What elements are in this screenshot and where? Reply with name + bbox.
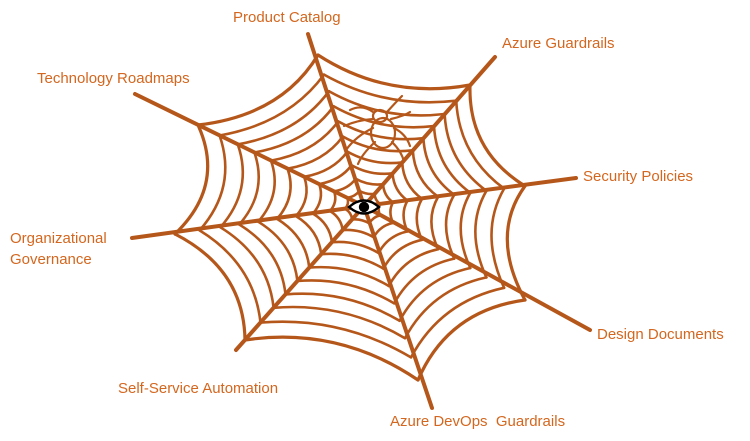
web-thread bbox=[198, 134, 227, 232]
web-thread bbox=[377, 230, 409, 255]
web-thread bbox=[332, 177, 357, 193]
web-thread bbox=[402, 199, 409, 233]
label-product-catalog: Product Catalog bbox=[233, 9, 341, 26]
web-thread bbox=[322, 73, 458, 104]
web-thread bbox=[330, 240, 380, 255]
web-thread bbox=[317, 163, 353, 186]
web-thread bbox=[444, 193, 456, 260]
web-thread bbox=[196, 53, 320, 127]
web-thread bbox=[430, 195, 440, 251]
web-thread bbox=[368, 214, 382, 225]
spider-web bbox=[130, 32, 592, 410]
web-thread bbox=[341, 228, 375, 239]
web-thread bbox=[505, 184, 527, 302]
web-thread bbox=[398, 266, 472, 323]
web-thread bbox=[443, 112, 488, 193]
spoke-design-documents bbox=[362, 204, 592, 332]
web-thread bbox=[294, 214, 323, 256]
web-thread bbox=[392, 257, 456, 305]
web-thread bbox=[173, 123, 210, 236]
web-thread bbox=[243, 335, 420, 382]
web-thread bbox=[269, 120, 340, 162]
web-thread bbox=[422, 136, 456, 197]
web-thread bbox=[311, 212, 334, 244]
web-thread bbox=[308, 265, 391, 288]
web-thread bbox=[474, 189, 488, 279]
spoke-technology-roadmaps bbox=[133, 92, 366, 208]
web-thread bbox=[219, 226, 275, 310]
web-thread bbox=[432, 124, 472, 195]
web-thread bbox=[296, 279, 396, 305]
web-thread bbox=[341, 135, 415, 153]
web-thread bbox=[409, 286, 506, 359]
web-thread bbox=[332, 105, 436, 129]
label-azure-devops-guardrails: Azure DevOps Guardrails bbox=[390, 413, 565, 430]
web-thread bbox=[294, 175, 308, 218]
web-thread bbox=[381, 182, 395, 204]
web-thread bbox=[400, 161, 424, 201]
web-thread bbox=[259, 320, 413, 359]
label-design-documents: Design Documents bbox=[597, 326, 724, 343]
web-thread bbox=[391, 172, 409, 202]
web-thread bbox=[343, 207, 354, 221]
web-thread bbox=[302, 150, 349, 179]
label-organizational: Organizational bbox=[10, 230, 107, 247]
spoke-organizational-governance bbox=[130, 204, 366, 240]
web-thread bbox=[328, 190, 337, 213]
web-thread bbox=[411, 149, 440, 199]
eye-icon bbox=[347, 199, 381, 215]
web-thread bbox=[256, 159, 276, 223]
web-thread bbox=[272, 305, 407, 340]
web-thread bbox=[316, 53, 472, 91]
label-azure-guardrails: Azure Guardrails bbox=[502, 35, 615, 52]
web-thread bbox=[173, 232, 247, 342]
web-thread bbox=[346, 150, 404, 165]
web-thread bbox=[218, 73, 326, 137]
label-technology-roadmaps: Technology Roadmaps bbox=[37, 70, 190, 87]
web-thread bbox=[354, 177, 385, 186]
label-governance: Governance bbox=[10, 251, 92, 268]
web-thread bbox=[284, 292, 401, 323]
web-thread bbox=[238, 223, 287, 296]
web-thread bbox=[350, 217, 371, 225]
web-thread bbox=[311, 182, 323, 215]
web-thread bbox=[454, 99, 506, 190]
web-thread bbox=[198, 229, 262, 324]
web-thread bbox=[468, 83, 527, 188]
web-thread bbox=[358, 189, 376, 196]
web-thread bbox=[372, 221, 395, 239]
web-thread bbox=[238, 151, 261, 226]
label-security-policies: Security Policies bbox=[583, 168, 693, 185]
web-thread bbox=[459, 191, 472, 270]
web-thread bbox=[328, 209, 344, 232]
web-thread bbox=[416, 298, 527, 382]
web-thread bbox=[350, 163, 394, 176]
web-thread bbox=[319, 252, 385, 270]
web-thread bbox=[275, 217, 311, 269]
web-thread bbox=[415, 197, 424, 242]
web-thread bbox=[389, 201, 395, 225]
web-thread bbox=[275, 167, 292, 221]
web-thread bbox=[236, 89, 331, 146]
web-thread bbox=[219, 143, 245, 229]
spoke-azure-guardrails bbox=[362, 55, 497, 208]
label-self-service-automation: Self-Service Automation bbox=[118, 380, 278, 397]
web-thread bbox=[387, 247, 440, 288]
web-thread bbox=[382, 238, 424, 270]
web-thread bbox=[256, 220, 299, 283]
spoke-product-catalog bbox=[306, 32, 366, 208]
spider-icon bbox=[342, 94, 412, 166]
web-thread bbox=[403, 276, 488, 340]
web-thread bbox=[490, 187, 506, 290]
web-thread bbox=[286, 135, 345, 170]
web-thread bbox=[253, 105, 335, 154]
web-thread bbox=[346, 189, 361, 200]
